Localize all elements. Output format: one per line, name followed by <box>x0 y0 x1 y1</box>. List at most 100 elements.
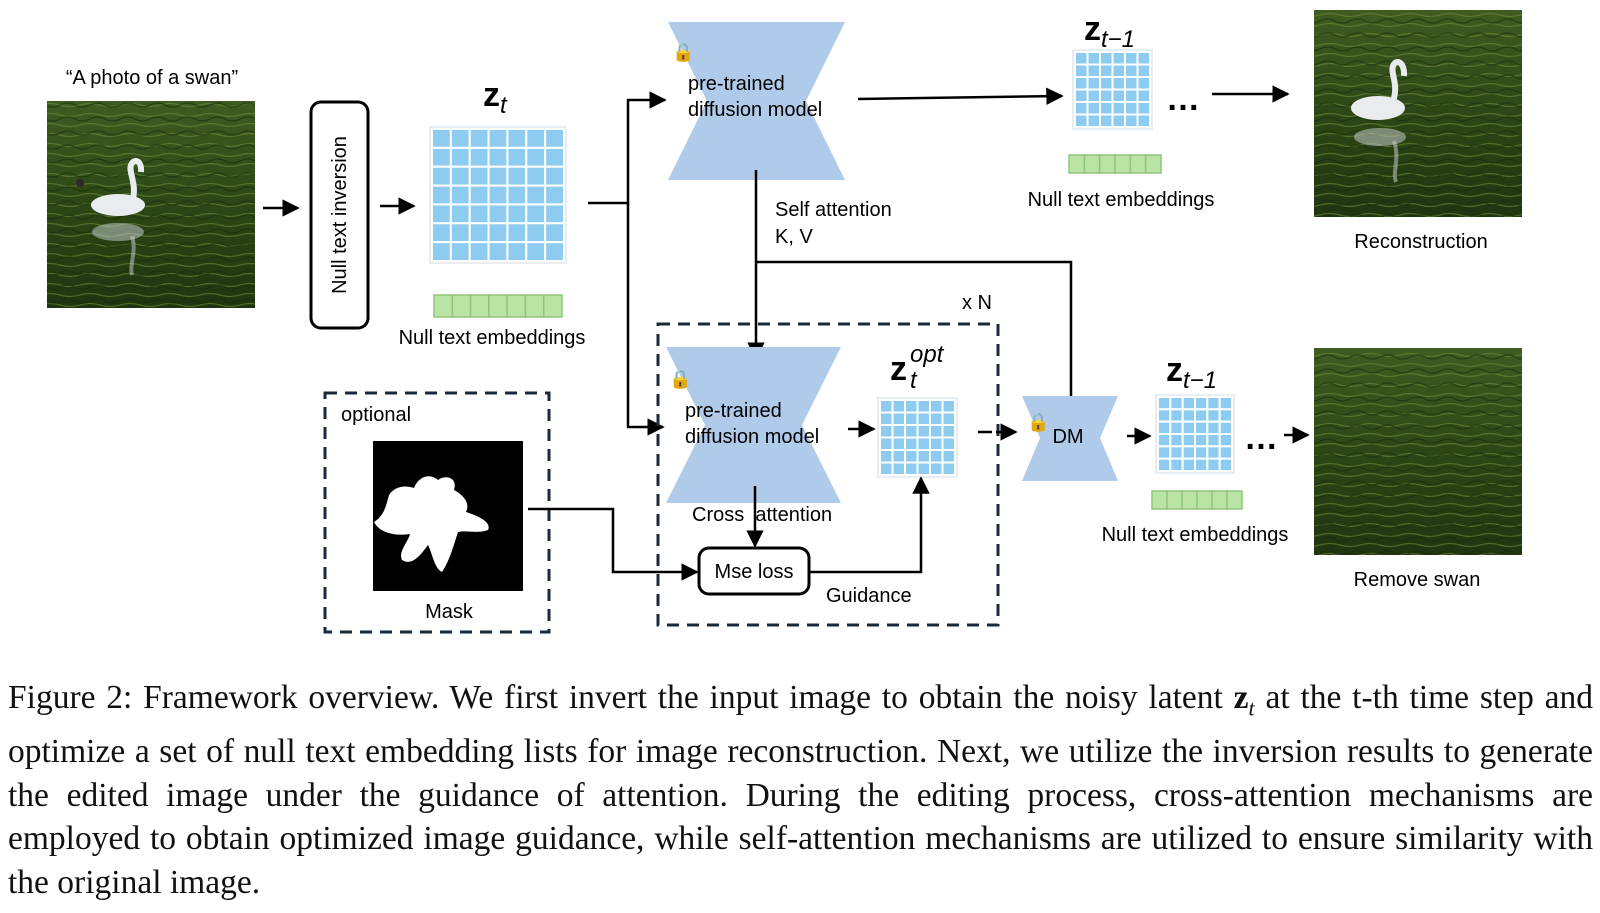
latent-cell <box>1099 88 1114 103</box>
latent-cell <box>431 128 452 149</box>
latent-cell <box>525 203 547 225</box>
latent-cell <box>891 424 906 439</box>
latent-cell <box>1218 457 1233 472</box>
null-text-inversion-label: Null text inversion <box>329 136 351 294</box>
latent-cell <box>1086 88 1101 103</box>
ellipsis-bottom: … <box>1244 419 1278 457</box>
caption-part-1: Figure 2: Framework overview. We first i… <box>8 679 1234 716</box>
latent-cell <box>431 203 452 225</box>
latent-cell <box>1111 113 1126 128</box>
latent-cell <box>1111 63 1126 78</box>
latent-cell <box>468 203 490 225</box>
latent-cell <box>544 203 566 225</box>
latent-cell <box>879 424 894 439</box>
cross-attention-label: Cross attention <box>692 504 832 526</box>
latent-cell <box>449 165 471 187</box>
latent-zopt-sup: opt <box>910 341 945 368</box>
embedding-cell <box>1226 490 1243 510</box>
latent-cell <box>1136 63 1151 78</box>
latent-cell <box>544 128 566 149</box>
embedding-cell <box>433 294 454 318</box>
reconstruction-image <box>1314 10 1522 217</box>
remove-swan-image <box>1314 348 1522 555</box>
latent-cell <box>525 165 547 187</box>
latent-cell <box>1086 63 1101 78</box>
input-swan-image <box>47 101 255 308</box>
latent-cell <box>487 165 509 187</box>
latent-cell <box>449 184 471 206</box>
latent-cell <box>1074 63 1089 78</box>
latent-cell <box>1218 408 1233 423</box>
latent-cell <box>941 461 956 476</box>
latent-cell <box>1194 457 1209 472</box>
latent-cell <box>1157 420 1172 435</box>
latent-cell <box>1206 408 1221 423</box>
latent-cell <box>1169 457 1184 472</box>
latent-cell <box>525 222 547 244</box>
embedding-cell <box>1098 154 1116 174</box>
mse-loss-label: Mse loss <box>715 561 794 583</box>
latent-cell <box>487 146 509 168</box>
latent-cell <box>904 411 919 426</box>
latent-cell <box>1169 408 1184 423</box>
reconstruction-label: Reconstruction <box>1354 231 1487 253</box>
latent-cell <box>1206 433 1221 448</box>
latent-zt1-label-bottom: zt−1 <box>1166 351 1217 394</box>
latent-cell <box>1136 76 1151 91</box>
latent-zopt-label: z <box>890 350 907 388</box>
latent-cell <box>1074 113 1089 128</box>
latent-cell <box>879 461 894 476</box>
latent-cell <box>544 165 566 187</box>
latent-cell <box>929 436 944 451</box>
latent-cell <box>1218 396 1233 411</box>
embedding-cell <box>524 294 545 318</box>
latent-cell <box>506 241 528 262</box>
latent-cell <box>1074 88 1089 103</box>
latent-cell <box>1181 433 1196 448</box>
latent-cell <box>1124 63 1139 78</box>
embedding-cell <box>1196 490 1213 510</box>
latent-cell <box>468 241 490 262</box>
latent-cell <box>1181 396 1196 411</box>
dm-label: DM <box>1052 426 1083 448</box>
latent-cell <box>1194 433 1209 448</box>
embedding-cell <box>1114 154 1132 174</box>
latent-cell <box>941 436 956 451</box>
latent-cell <box>916 436 931 451</box>
latent-cell <box>929 449 944 464</box>
latent-cell <box>1206 420 1221 435</box>
embedding-cell <box>1211 490 1228 510</box>
latent-cell <box>506 184 528 206</box>
optimization-loop-box <box>656 322 1000 627</box>
latent-cell <box>468 222 490 244</box>
latent-cell <box>1074 76 1089 91</box>
latent-cell <box>929 461 944 476</box>
lock-icon-bottom: 🔒 <box>669 369 691 389</box>
latent-cell <box>879 411 894 426</box>
latent-cell <box>1157 396 1172 411</box>
latent-cell <box>941 424 956 439</box>
embedding-cell <box>506 294 527 318</box>
latent-cell <box>544 146 566 168</box>
null-text-embeddings-top <box>1068 154 1162 174</box>
latent-cell <box>1099 113 1114 128</box>
latent-cell <box>487 222 509 244</box>
latent-cell <box>891 436 906 451</box>
latent-cell <box>891 449 906 464</box>
latent-cell <box>525 184 547 206</box>
latent-cell <box>1181 420 1196 435</box>
embedding-cell <box>1083 154 1101 174</box>
latent-cell <box>449 128 471 149</box>
null-text-inversion-box <box>309 100 370 330</box>
caption-latent-z: z <box>1233 679 1249 716</box>
latent-cell <box>468 146 490 168</box>
latent-cell <box>487 241 509 262</box>
latent-cell <box>1157 408 1172 423</box>
latent-cell <box>431 241 452 262</box>
latent-cell <box>1124 113 1139 128</box>
latent-cell <box>1169 396 1184 411</box>
latent-cell <box>916 399 931 414</box>
latent-cell <box>879 436 894 451</box>
latent-cell <box>1124 51 1139 66</box>
embedding-cell <box>1166 490 1183 510</box>
